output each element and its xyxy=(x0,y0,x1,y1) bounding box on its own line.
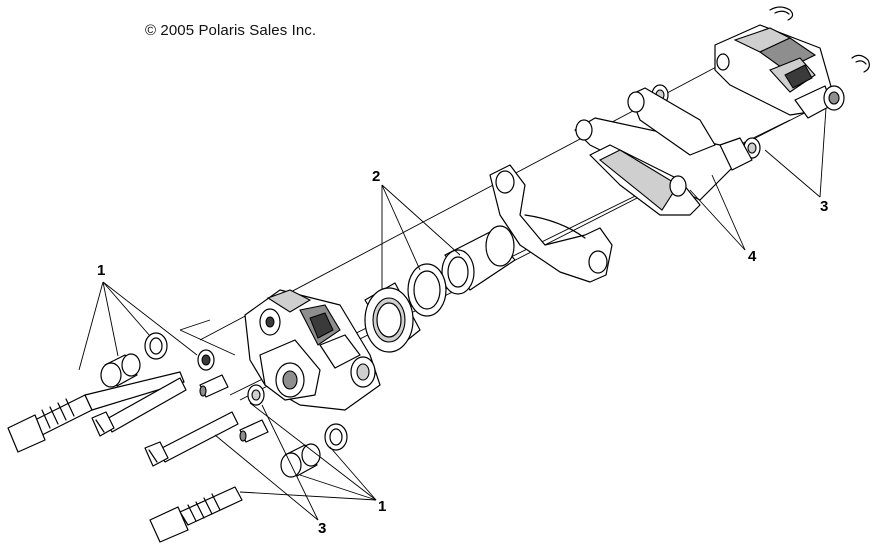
bushing-upper xyxy=(100,353,141,388)
leader-lines-item-3-right xyxy=(764,107,827,198)
crush-washer-upper xyxy=(197,349,215,371)
brake-pad-inner xyxy=(589,144,701,216)
callout-1-upper: 1 xyxy=(97,262,106,279)
callout-3-lower: 3 xyxy=(318,520,327,537)
brake-pad-outer xyxy=(574,87,753,201)
leader-lines-item-2 xyxy=(381,184,461,290)
callout-3-right: 3 xyxy=(820,198,829,215)
bleeder-valve-upper xyxy=(199,374,229,398)
crush-washer-lower xyxy=(247,384,265,406)
piston-seal-outer xyxy=(407,263,447,317)
bushing-lower xyxy=(280,443,321,478)
callout-4: 4 xyxy=(748,248,757,265)
leader-lines-item-1-lower xyxy=(239,402,377,501)
retaining-clip-right xyxy=(851,54,870,73)
leader-lines-item-4 xyxy=(689,174,746,251)
hex-bolt-lower xyxy=(144,411,239,467)
leader-lines-item-3-lower xyxy=(214,404,319,521)
bleeder-valve-lower xyxy=(239,419,269,443)
washer-lower xyxy=(324,423,348,451)
caliper-bracket xyxy=(714,24,845,119)
slide-pin-lower xyxy=(149,486,243,543)
washer-upper xyxy=(144,332,168,360)
retaining-clip-top xyxy=(769,6,794,21)
slide-pin-upper xyxy=(7,371,185,453)
copyright-notice: © 2005 Polaris Sales Inc. xyxy=(145,22,317,39)
caliper-piston xyxy=(441,225,516,295)
callout-1-lower: 1 xyxy=(378,498,387,515)
hex-bolt-upper xyxy=(91,377,187,437)
caliper-body xyxy=(244,289,381,411)
callout-2: 2 xyxy=(372,168,381,185)
piston-seal-inner xyxy=(364,282,421,353)
leader-lines-item-1-upper xyxy=(78,281,198,371)
caliper-mounting-plate xyxy=(489,164,613,283)
